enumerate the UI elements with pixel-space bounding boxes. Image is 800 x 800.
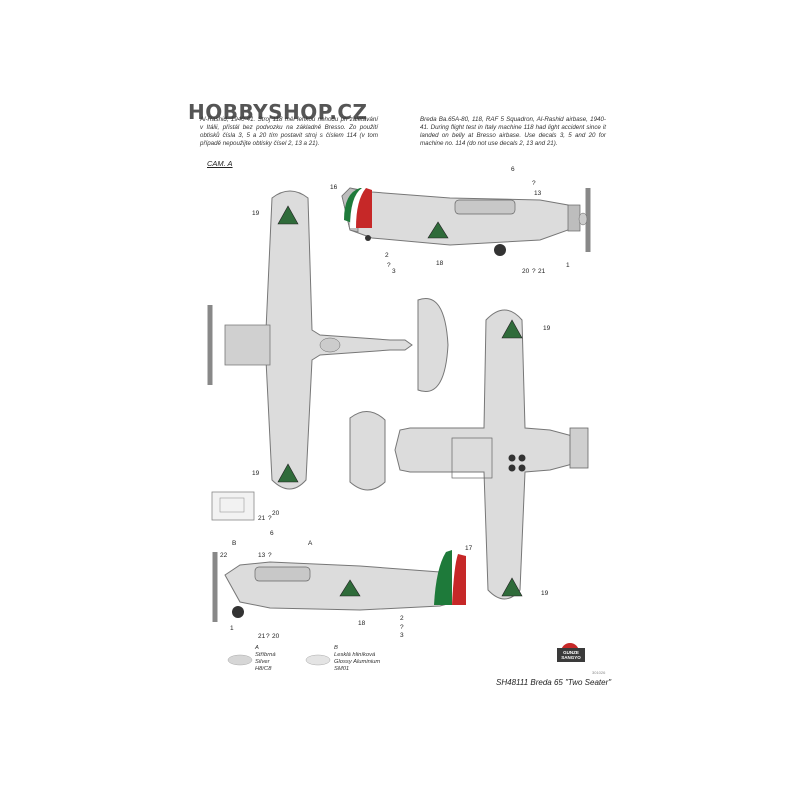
czech-description: Al-Rashid, 1940-41. Stroj 118 měl lehkou… — [200, 116, 378, 147]
gunze-logo: GUNZE SANGYO — [557, 650, 585, 660]
callout-13: 13 — [258, 552, 266, 559]
callout-6: 6 — [270, 530, 274, 537]
callout-21: 21 — [258, 633, 266, 640]
plan-view-upper — [207, 190, 449, 490]
side-view-bottom — [212, 550, 466, 622]
callout-20: 20 — [272, 510, 280, 517]
callout-19: 19 — [541, 590, 549, 597]
legend-b-line3: SM01 — [334, 666, 350, 672]
callout-q: ? — [532, 180, 536, 187]
callout-18: 18 — [436, 260, 444, 267]
callout-q: ? — [268, 552, 272, 559]
callout-q: ? — [387, 262, 391, 269]
callout-b: B — [232, 540, 237, 547]
callout-2: 2 — [400, 615, 404, 622]
callout-1: 1 — [230, 625, 234, 632]
legend-a-letter: A — [255, 645, 259, 651]
callout-3: 3 — [392, 268, 396, 275]
callout-q: ? — [532, 268, 536, 275]
legend-a-line2: Silver — [255, 659, 270, 665]
legend-b-line2: Glossy Aluminium — [334, 659, 381, 665]
callout-21: 21 — [538, 268, 546, 275]
callout-22: 22 — [220, 552, 228, 559]
callout-19: 19 — [543, 325, 551, 332]
callout-13: 13 — [534, 190, 542, 197]
callout-18: 18 — [358, 620, 366, 627]
callout-6: 6 — [511, 166, 515, 173]
callout-1: 1 — [566, 262, 570, 269]
legend-b-letter: B — [334, 645, 338, 651]
legend-a-line1: Stříbrná — [255, 652, 276, 658]
sheet-code: 301026 — [592, 670, 606, 675]
camouflage-label: CAM. A — [207, 159, 233, 168]
plan-view-lower — [349, 309, 589, 600]
callout-q: ? — [266, 633, 270, 640]
callout-16: 16 — [330, 184, 338, 191]
legend-a-line3: H8/C8 — [255, 666, 272, 672]
gunze-logo-line2: SANGYO — [561, 655, 581, 660]
callout-17: 17 — [465, 545, 473, 552]
callout-q: ? — [268, 515, 272, 522]
callout-21: 21 — [258, 515, 266, 522]
callout-a: A — [308, 540, 313, 547]
callout-20: 20 — [522, 268, 530, 275]
callout-19: 19 — [252, 470, 260, 477]
gunze-logo-line1: GUNZE — [563, 650, 579, 655]
callout-q: ? — [400, 624, 404, 631]
hobbyshop-watermark: HOBBYSHOP.CZ — [188, 100, 368, 124]
detail-view — [211, 491, 255, 521]
callout-20: 20 — [272, 633, 280, 640]
callout-2: 2 — [385, 252, 389, 259]
callout-19: 19 — [252, 210, 260, 217]
sheet-caption: SH48111 Breda 65 "Two Seater" — [496, 678, 612, 687]
callout-3: 3 — [400, 632, 404, 639]
legend-a: A Stříbrná Silver H8/C8 — [255, 645, 276, 673]
legend-b-line1: Lesklá hliníková — [334, 652, 376, 658]
legend-b: B Lesklá hliníková Glossy Aluminium SM01 — [334, 645, 380, 673]
english-description: Breda Ba.65A-80, 118, RAF 5 Squadron, Al… — [420, 116, 606, 147]
brand-logos — [557, 643, 585, 662]
color-swatches — [227, 654, 331, 666]
side-view-top — [341, 187, 591, 256]
